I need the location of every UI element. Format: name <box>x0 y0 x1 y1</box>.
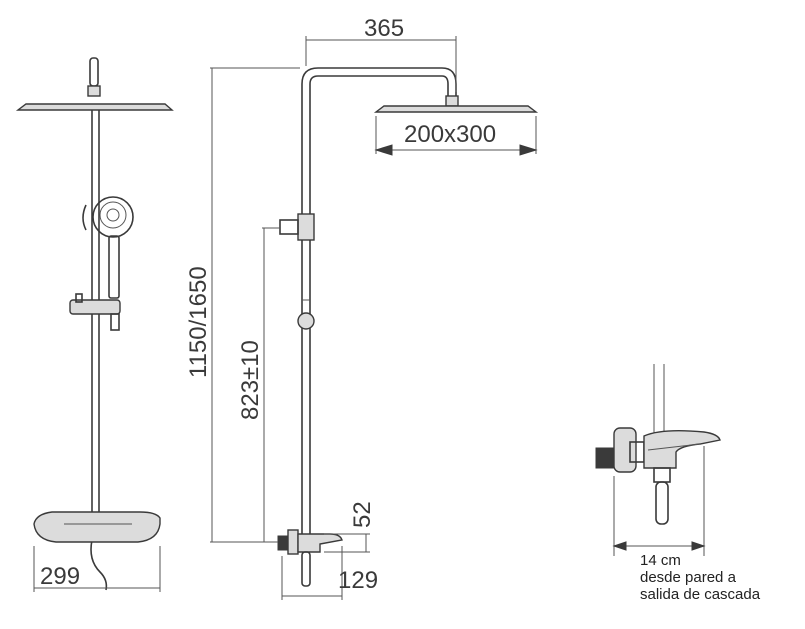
front-view: 299 <box>15 57 174 592</box>
dim-299-label: 299 <box>40 563 80 590</box>
side-diverter-knob <box>279 219 299 235</box>
front-slider-knob <box>75 293 83 303</box>
dim-head-arrow-left <box>374 144 393 156</box>
side-mixer-outlet <box>301 551 311 587</box>
front-hose <box>90 539 108 591</box>
front-hand-shower-face <box>99 201 127 229</box>
side-mixer-spout <box>297 533 343 553</box>
dim-129-label: 129 <box>338 567 378 594</box>
side-slider-knob <box>297 312 315 330</box>
side-wall-connector <box>277 535 289 551</box>
detail-spout-edge <box>647 443 701 451</box>
front-slider-hook <box>110 313 120 331</box>
front-top-connector <box>89 57 99 87</box>
side-arm-outer <box>301 67 457 540</box>
front-hand-shower-holder <box>82 204 87 231</box>
detail-note: 14 cm desde pared a salida de cascada <box>640 552 760 603</box>
front-head-mount <box>87 85 101 97</box>
front-shelf-mixer <box>33 511 161 543</box>
dim-14cm-arrow-right <box>691 541 706 551</box>
dim-head-label: 200x300 <box>404 121 496 148</box>
note-line2: salida de cascada <box>640 586 761 603</box>
note-distance: 14 cm <box>640 552 681 569</box>
front-hand-shower-nozzles <box>106 208 120 222</box>
front-hand-shower-handle <box>108 235 120 299</box>
dim-total-label: 1150/1650 <box>185 266 212 378</box>
dim-52-label: 52 <box>349 501 376 528</box>
dim-head-arrow-right <box>519 144 538 156</box>
detail-outlet-nut <box>653 467 671 483</box>
detail-outlet-pipe <box>655 481 669 525</box>
detail-cascade-spout <box>643 429 721 469</box>
side-head-mount <box>445 95 459 107</box>
dim-mixer-label: 823±10 <box>237 340 264 420</box>
side-view: 365 200x300 1150/1650 823±10 52 <box>185 15 539 600</box>
side-shower-head <box>373 105 539 113</box>
front-hand-shower-head <box>92 196 134 238</box>
side-diverter-body <box>297 213 315 241</box>
note-line1: desde pared a <box>640 569 736 586</box>
front-shower-head <box>15 103 174 111</box>
side-arm-inner <box>309 75 449 540</box>
side-mixer-flange <box>287 529 299 555</box>
detail-view <box>595 364 721 556</box>
dim-14cm-arrow-left <box>612 541 627 551</box>
dim-365-label: 365 <box>364 15 404 42</box>
front-slider-bracket <box>69 299 121 315</box>
detail-mixer-flange <box>613 427 637 473</box>
detail-wall-connector <box>595 447 615 469</box>
